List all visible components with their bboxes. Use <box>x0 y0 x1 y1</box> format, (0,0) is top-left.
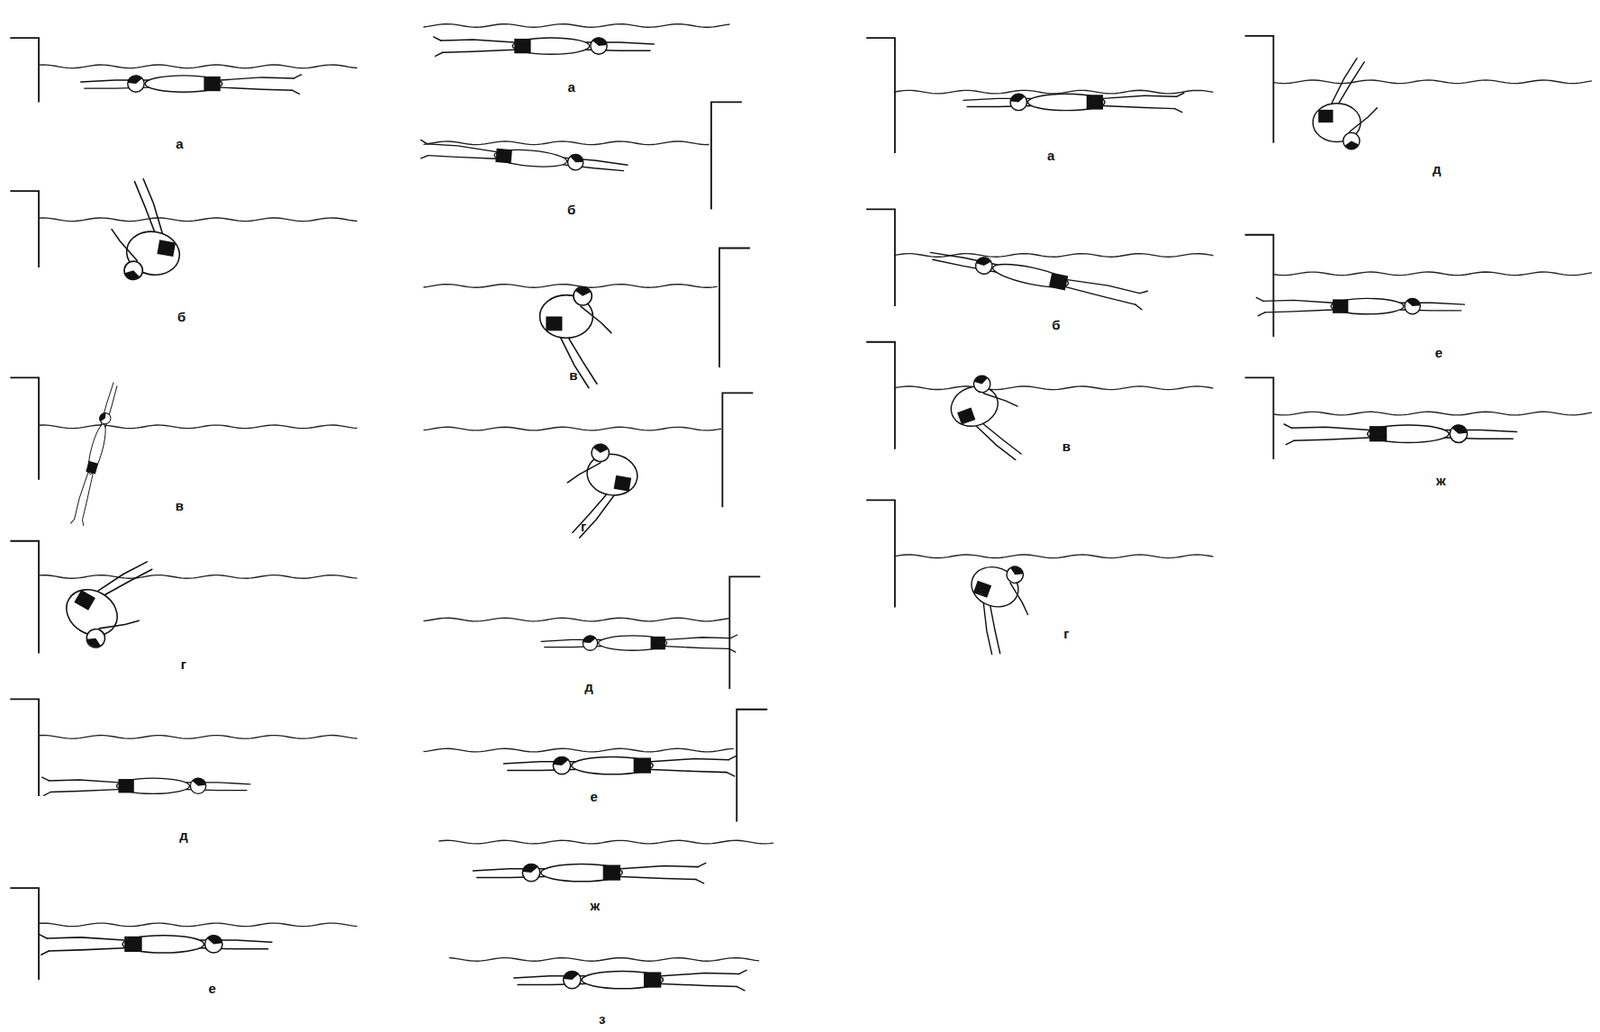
swimmer-figure <box>541 634 738 652</box>
phase-letter: б <box>567 202 576 217</box>
swimmer-figure <box>1312 58 1377 150</box>
water-line <box>423 24 730 28</box>
swimmer-figure <box>1283 424 1517 445</box>
water-line <box>423 141 709 145</box>
phase-letter: г <box>180 656 187 670</box>
phase-letter: д <box>584 678 594 693</box>
water-line <box>1273 271 1592 276</box>
pool-wall <box>9 37 39 102</box>
water-line <box>449 958 760 962</box>
swimmer-figure <box>42 777 251 796</box>
pool-wall <box>866 499 895 607</box>
water-line <box>38 922 358 927</box>
pool-wall <box>9 541 39 654</box>
phase-letter: е <box>589 788 597 803</box>
pool-wall <box>9 887 39 980</box>
swimmer-figure <box>433 36 654 56</box>
water-line <box>423 617 730 622</box>
swimmers-layer <box>9 24 1592 991</box>
pool-wall <box>9 190 39 268</box>
pool-wall <box>866 342 895 450</box>
swimmer-figure <box>928 244 1149 310</box>
water-line <box>38 735 358 740</box>
water-line <box>1273 411 1592 416</box>
pool-wall <box>866 208 895 307</box>
phase-letter: е <box>208 981 217 995</box>
swimmer-figure <box>54 537 167 661</box>
phase-letter: а <box>175 135 183 150</box>
swimmer-figure <box>942 367 1035 475</box>
pool-wall <box>1245 377 1275 460</box>
phase-letter: д <box>1432 161 1442 175</box>
pool-wall <box>711 101 742 209</box>
water-line <box>38 64 358 69</box>
pool-wall <box>9 698 39 796</box>
pool-wall <box>9 377 39 480</box>
phase-letter: б <box>1051 317 1060 332</box>
swimmer-figure <box>558 439 642 546</box>
water-line <box>1273 80 1592 84</box>
pool-wall <box>1245 36 1275 144</box>
phase-letter: ж <box>1436 472 1447 487</box>
swimmer-figure <box>71 380 122 526</box>
swimmer-figure <box>1256 297 1465 316</box>
swimmer-figure <box>540 287 612 389</box>
swimmer-figure <box>472 862 706 884</box>
water-line <box>423 748 734 752</box>
water-line <box>423 426 722 431</box>
water-line <box>894 554 1214 559</box>
pool-wall <box>866 37 895 154</box>
phase-letter: а <box>567 80 575 94</box>
pool-wall <box>736 709 768 823</box>
swimmer-figure <box>514 969 747 991</box>
swimmer-figure <box>419 139 629 176</box>
pool-wall <box>729 576 760 689</box>
phase-letter: а <box>1047 148 1055 163</box>
swimmer-figure <box>39 934 272 956</box>
phase-letter: ж <box>589 898 600 913</box>
swimmer-figure <box>950 553 1043 661</box>
pool-wall <box>722 392 753 507</box>
water-line <box>438 840 774 844</box>
phase-letter: в <box>569 367 578 381</box>
water-line <box>894 90 1214 94</box>
phase-letter: в <box>1062 439 1071 453</box>
phase-letter: г <box>580 518 587 533</box>
water-line <box>38 424 358 429</box>
phase-letter: г <box>1063 625 1069 640</box>
pool-wall <box>1245 235 1275 337</box>
phase-letter: в <box>175 497 184 512</box>
phase-letter: е <box>1435 344 1443 359</box>
phase-letter: б <box>177 309 186 324</box>
pool-wall <box>719 248 751 369</box>
water-line <box>38 575 358 579</box>
water-line <box>423 284 717 289</box>
swimmer-figure <box>503 755 736 777</box>
phase-letter: з <box>598 1012 606 1026</box>
phase-letter: д <box>179 828 189 842</box>
swimmer-figure <box>963 92 1185 112</box>
swimmer-figure <box>103 174 192 287</box>
water-line <box>894 386 1214 390</box>
water-line <box>38 217 358 222</box>
swimmer-figure <box>81 74 302 94</box>
